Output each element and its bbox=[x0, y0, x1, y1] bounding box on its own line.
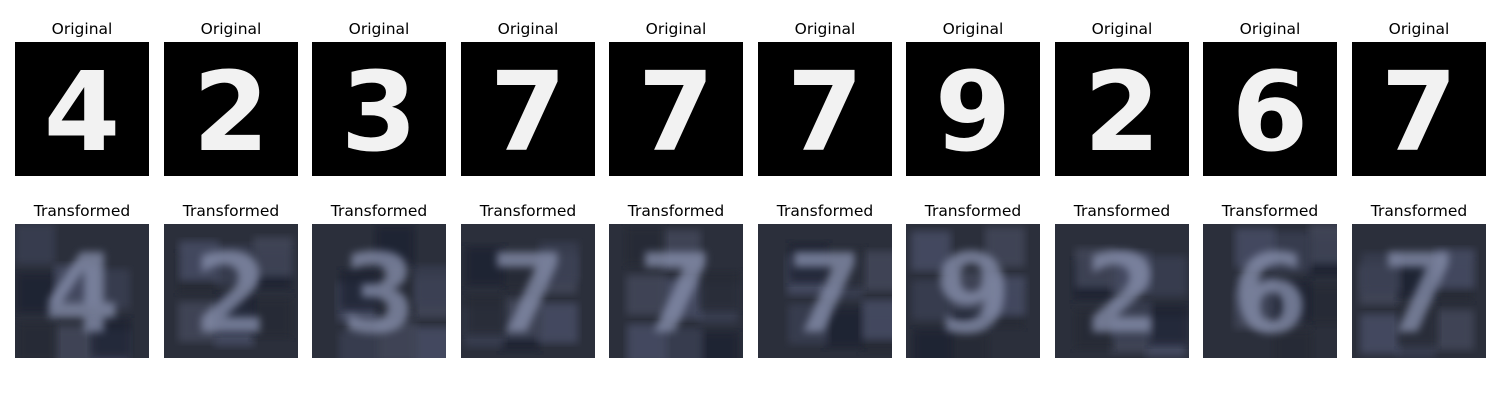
original-image: 2 bbox=[1055, 42, 1189, 176]
original-image: 3 bbox=[312, 42, 446, 176]
original-title: Original bbox=[794, 20, 856, 38]
original-digit: 7 bbox=[638, 48, 715, 176]
original-title: Original bbox=[348, 20, 410, 38]
transformed-digit: 9 bbox=[935, 230, 1012, 358]
transformed-digit: 7 bbox=[787, 230, 864, 358]
transformed-digit: 4 bbox=[44, 230, 121, 358]
transformed-title: Transformed bbox=[924, 202, 1022, 220]
original-image: 7 bbox=[758, 42, 892, 176]
transformed-image: 7 bbox=[758, 224, 892, 358]
original-title: Original bbox=[1239, 20, 1301, 38]
original-image: 9 bbox=[906, 42, 1040, 176]
transformed-digit: 2 bbox=[1084, 230, 1161, 358]
original-image: 6 bbox=[1203, 42, 1337, 176]
original-digit: 4 bbox=[44, 48, 121, 176]
transformed-digit: 7 bbox=[490, 230, 567, 358]
transformed-title: Transformed bbox=[182, 202, 280, 220]
original-title: Original bbox=[200, 20, 262, 38]
original-image: 2 bbox=[164, 42, 298, 176]
transformed-image: 2 bbox=[164, 224, 298, 358]
original-digit: 6 bbox=[1232, 48, 1309, 176]
original-digit: 7 bbox=[787, 48, 864, 176]
transformed-title: Transformed bbox=[1073, 202, 1171, 220]
transformed-title: Transformed bbox=[627, 202, 725, 220]
transformed-title: Transformed bbox=[33, 202, 131, 220]
original-digit: 7 bbox=[490, 48, 567, 176]
original-digit: 3 bbox=[341, 48, 418, 176]
transformed-image: 7 bbox=[1352, 224, 1486, 358]
transformed-image: 7 bbox=[461, 224, 595, 358]
original-digit: 2 bbox=[1084, 48, 1161, 176]
transformed-digit: 3 bbox=[341, 230, 418, 358]
transformed-image: 3 bbox=[312, 224, 446, 358]
transformed-title: Transformed bbox=[479, 202, 577, 220]
transformed-image: 4 bbox=[15, 224, 149, 358]
original-title: Original bbox=[645, 20, 707, 38]
original-digit: 7 bbox=[1381, 48, 1458, 176]
original-image: 7 bbox=[1352, 42, 1486, 176]
original-title: Original bbox=[1091, 20, 1153, 38]
transformed-image: 2 bbox=[1055, 224, 1189, 358]
transformed-title: Transformed bbox=[1221, 202, 1319, 220]
transformed-image: 7 bbox=[609, 224, 743, 358]
original-title: Original bbox=[497, 20, 559, 38]
transformed-digit: 7 bbox=[638, 230, 715, 358]
original-digit: 2 bbox=[193, 48, 270, 176]
transformed-image: 6 bbox=[1203, 224, 1337, 358]
original-image: 4 bbox=[15, 42, 149, 176]
transformed-digit: 2 bbox=[193, 230, 270, 358]
original-image: 7 bbox=[461, 42, 595, 176]
original-image: 7 bbox=[609, 42, 743, 176]
transformed-title: Transformed bbox=[1370, 202, 1468, 220]
original-title: Original bbox=[1388, 20, 1450, 38]
transformed-title: Transformed bbox=[330, 202, 428, 220]
original-title: Original bbox=[51, 20, 113, 38]
original-digit: 9 bbox=[935, 48, 1012, 176]
transformed-image: 9 bbox=[906, 224, 1040, 358]
transformed-title: Transformed bbox=[776, 202, 874, 220]
transformed-digit: 6 bbox=[1232, 230, 1309, 358]
original-title: Original bbox=[942, 20, 1004, 38]
transformed-digit: 7 bbox=[1381, 230, 1458, 358]
